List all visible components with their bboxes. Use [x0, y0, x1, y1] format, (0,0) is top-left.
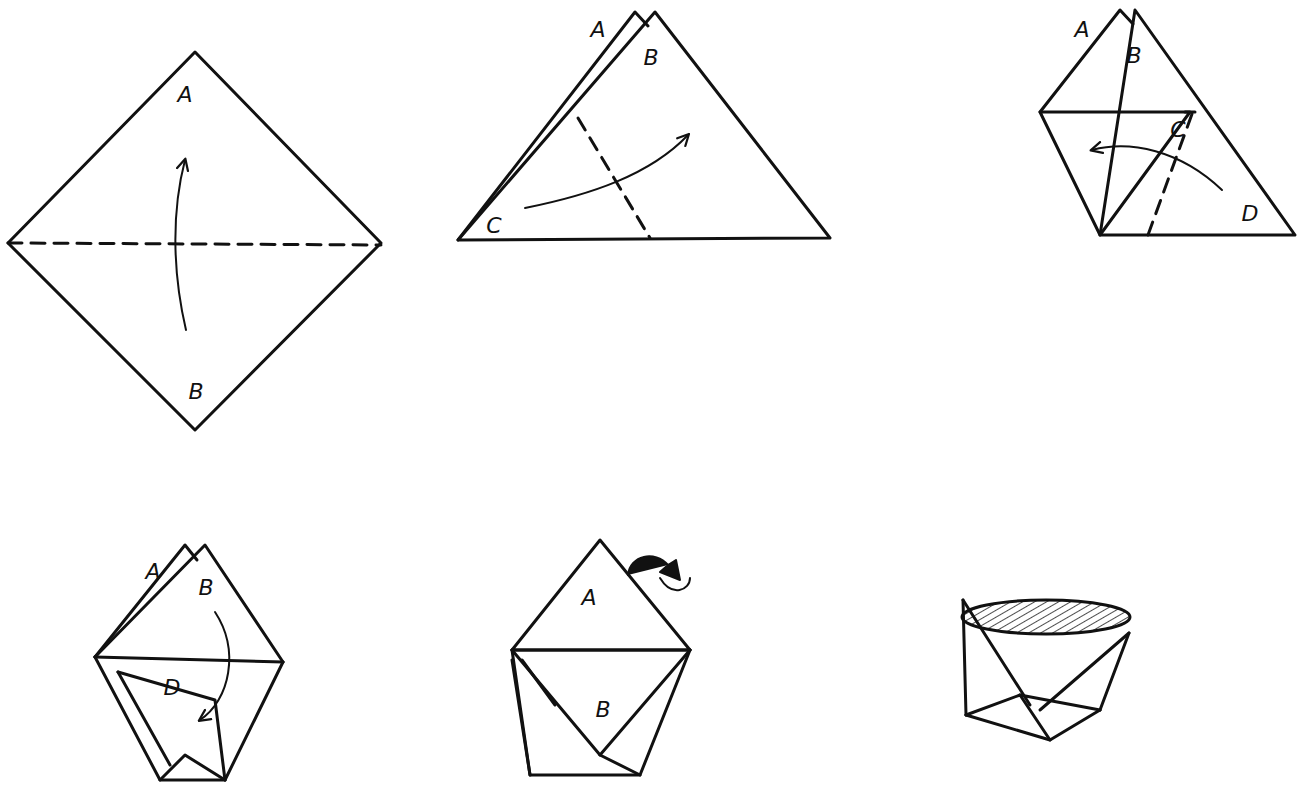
fold-point-letter: B: [1126, 45, 1141, 67]
fold-point-letter: B: [595, 699, 610, 721]
fold-point-letter: A: [1074, 19, 1089, 41]
fold-point-letter: B: [643, 47, 658, 69]
step-1: [8, 52, 381, 430]
fold-point-letter: C: [1170, 119, 1185, 141]
fold-point-letter: D: [164, 677, 181, 699]
fold-point-letter: A: [145, 561, 160, 583]
fold-point-letter: C: [486, 215, 501, 237]
fold-point-letter: A: [581, 587, 596, 609]
finished-cup: [962, 600, 1130, 740]
fold-point-letter: D: [1242, 203, 1259, 225]
step-5: [512, 540, 690, 775]
fold-point-letter: B: [198, 577, 213, 599]
fold-point-letter: B: [188, 381, 203, 403]
fold-point-letter: A: [590, 19, 605, 41]
fold-point-letter: A: [177, 84, 192, 106]
step-2: [458, 12, 830, 240]
step-4: [95, 545, 283, 780]
step-3: [1040, 10, 1295, 235]
